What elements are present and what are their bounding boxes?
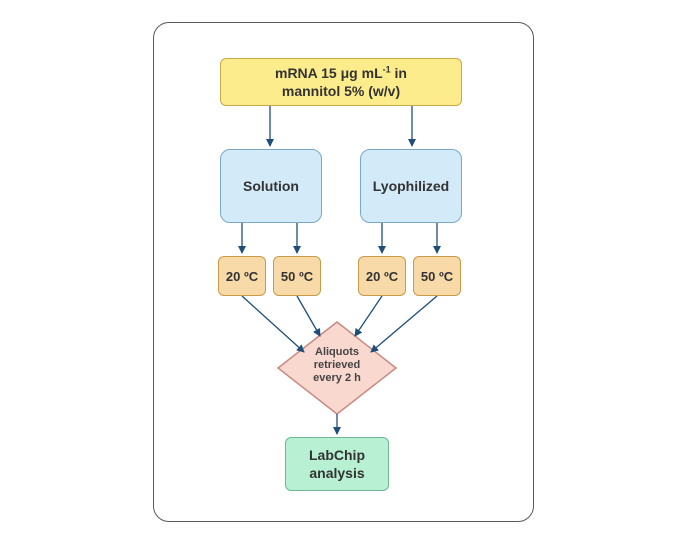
arrow-temp4-to-diamond	[370, 295, 438, 353]
temp-node-solution-50c: 50 ºC	[273, 256, 321, 296]
start-line1-text: mRNA 15 μg mL	[275, 65, 383, 81]
arrow-temp3-to-diamond	[354, 295, 383, 337]
solution-node: Solution	[220, 149, 322, 223]
temp-node-lyophilized-20c: 20 ºC	[358, 256, 406, 296]
start-node-mrna: mRNA 15 μg mL-1 in mannitol 5% (w/v)	[220, 58, 462, 106]
decision-line1: Aliquots	[315, 346, 359, 358]
lyophilized-label: Lyophilized	[372, 178, 450, 194]
arrow-temp1-to-diamond	[241, 295, 305, 353]
temp-label: 20 ºC	[365, 268, 399, 284]
temp-label: 50 ºC	[420, 268, 454, 284]
temp-node-solution-20c: 20 ºC	[218, 256, 266, 296]
decision-label: Aliquots retrieved every 2 h	[295, 346, 379, 385]
solution-label: Solution	[243, 178, 299, 194]
arrow-temp2-to-diamond	[296, 295, 321, 337]
start-line1-superscript: -1	[382, 64, 391, 75]
end-line2: analysis	[309, 465, 365, 481]
end-line1: LabChip	[309, 447, 365, 463]
temp-label: 20 ºC	[225, 268, 259, 284]
end-node-labchip: LabChip analysis	[285, 437, 389, 491]
decision-line2: retrieved	[313, 359, 361, 371]
start-line2-text: mannitol 5% (w/v)	[281, 83, 401, 99]
temp-node-lyophilized-50c: 50 ºC	[413, 256, 461, 296]
temp-label: 50 ºC	[280, 268, 314, 284]
start-line1-suffix: in	[390, 65, 407, 81]
lyophilized-node: Lyophilized	[360, 149, 462, 223]
decision-line3: every 2 h	[313, 372, 361, 384]
